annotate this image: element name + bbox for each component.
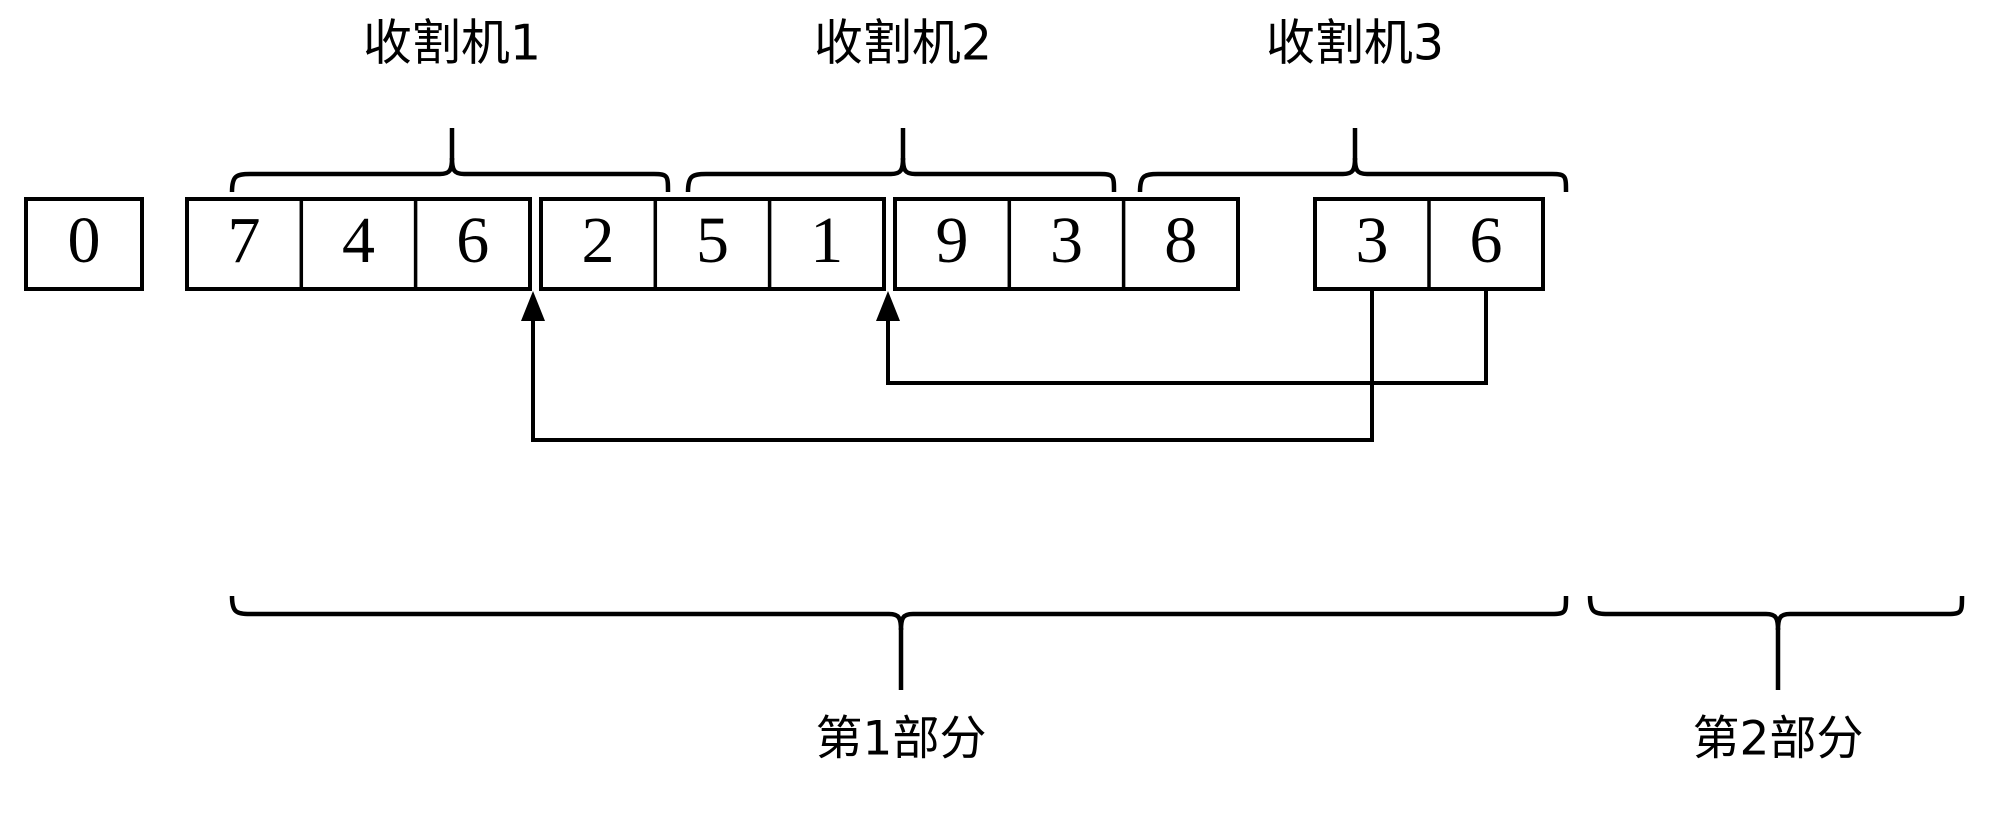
cell-value-6: 6 [456, 204, 489, 277]
connector-from-3 [521, 289, 1374, 442]
arrowhead-icon [521, 291, 545, 321]
brace-harvester-3 [1137, 128, 1569, 193]
cell-value-7: 7 [228, 204, 261, 277]
cell-value-9: 9 [936, 204, 969, 277]
label-part-1: 第1部分 [816, 712, 987, 767]
cell-group-outline [539, 197, 886, 291]
brace-part-2 [1587, 595, 1965, 690]
cell-value-2: 2 [582, 204, 615, 277]
cell-value-5: 5 [696, 204, 729, 277]
cell-group-outline [185, 197, 532, 291]
cell-value-3: 3 [1050, 204, 1083, 277]
connector-from-6 [876, 289, 1488, 385]
label-harvester-3: 收割机3 [1266, 15, 1444, 72]
cell-group-harvester-1: 7 4 6 [185, 197, 532, 291]
brace-part-1 [229, 595, 1569, 690]
cell-value-8: 8 [1164, 204, 1197, 277]
cell-value-4: 4 [342, 204, 375, 277]
cell-group-harvester-3: 9 3 8 [893, 197, 1240, 291]
cell-value-1: 1 [810, 204, 843, 277]
cell-group-sentinel: 0 [24, 197, 144, 291]
cell-value-rem-3: 3 [1356, 204, 1389, 277]
cell-group-remainder: 3 6 [1313, 197, 1545, 291]
label-harvester-1: 收割机1 [363, 15, 541, 72]
arrowhead-icon [876, 291, 900, 321]
cell-box [24, 197, 144, 291]
brace-harvester-1 [229, 128, 671, 193]
label-harvester-2: 收割机2 [814, 15, 992, 72]
cell-group-outline [893, 197, 1240, 291]
cell-value-0: 0 [68, 204, 101, 277]
brace-harvester-2 [685, 128, 1117, 193]
cell-value-rem-6: 6 [1470, 204, 1503, 277]
label-part-2: 第2部分 [1693, 712, 1864, 767]
cell-group-harvester-2: 2 5 1 [539, 197, 886, 291]
